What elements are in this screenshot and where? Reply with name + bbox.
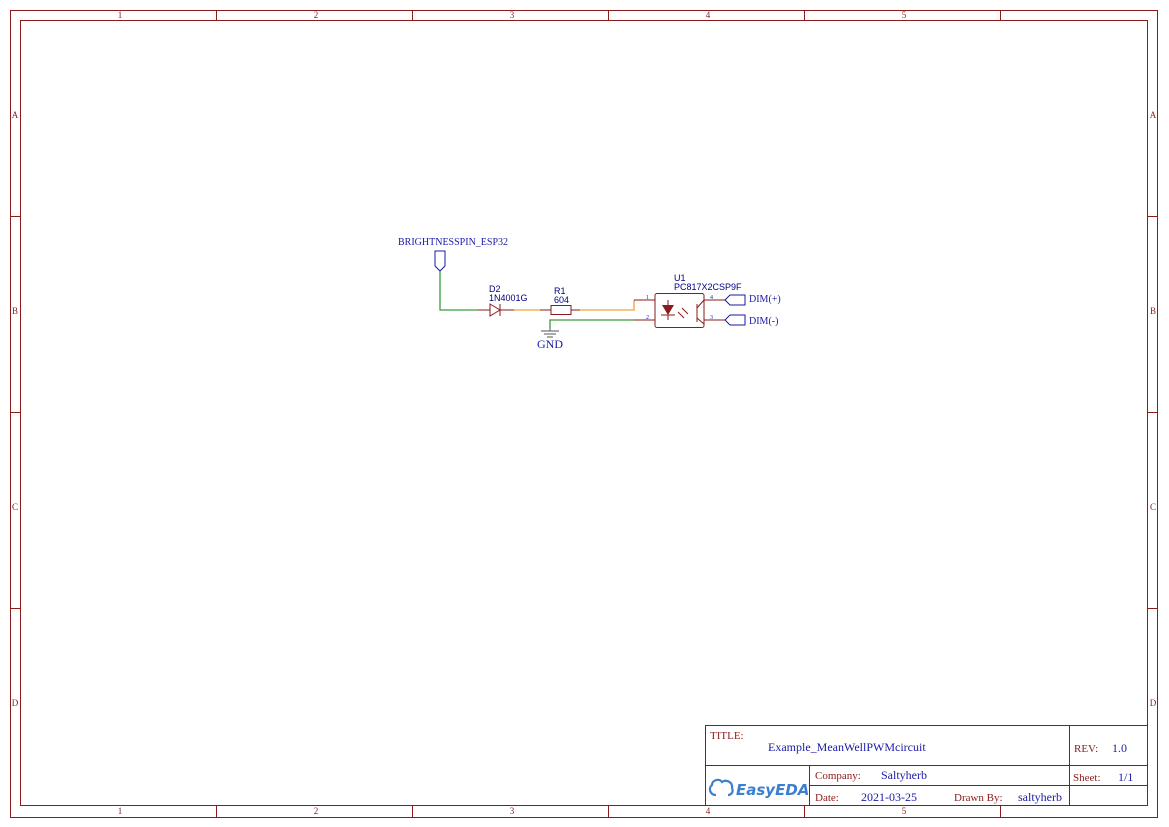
row-label: B [1150, 306, 1156, 316]
net-label-dim-minus: DIM(-) [749, 316, 778, 327]
column-label: 4 [706, 806, 711, 816]
wire [549, 319, 634, 328]
row-label: C [12, 502, 18, 512]
opto-value: PC817X2CSP9F [674, 282, 742, 292]
row-label: A [1150, 110, 1157, 120]
led-icon [662, 305, 674, 315]
opto-output-leads [704, 299, 725, 321]
column-label: 2 [314, 806, 319, 816]
drawn-by-label: Drawn By: [954, 792, 1003, 804]
resistor-value: 604 [554, 295, 569, 305]
net-label-brightness: BRIGHTNESSPIN_ESP32 [398, 237, 508, 248]
ground-label: GND [537, 337, 563, 351]
diode-ref: D2 [489, 284, 501, 294]
phototransistor-icon [661, 299, 705, 325]
optocoupler-body[interactable] [654, 293, 705, 328]
net-label-dim-plus: DIM(+) [749, 294, 781, 305]
opto-input-leads [634, 299, 655, 321]
frame-ticks [10, 10, 1157, 817]
rev-label: REV: [1074, 743, 1098, 755]
diode-value: 1N4001G [489, 293, 528, 303]
column-label: 5 [902, 806, 907, 816]
title-label: TITLE: [710, 730, 744, 742]
drawn-by-value: saltyherb [1018, 790, 1062, 804]
column-label: 5 [902, 10, 907, 20]
easyeda-logo: EasyEDA [708, 778, 809, 799]
logo-text: EasyEDA [736, 781, 809, 799]
net-port-brightness[interactable] [434, 250, 446, 272]
column-label: 1 [118, 806, 123, 816]
rev-value: 1.0 [1112, 741, 1127, 755]
sheet-value: 1/1 [1118, 770, 1133, 784]
sheet-label: Sheet: [1073, 772, 1101, 784]
circuit: BRIGHTNESSPIN_ESP32 D2 1N4001G R1 604 GN… [398, 237, 781, 351]
opto-ref: U1 [674, 273, 686, 283]
row-label: B [12, 306, 18, 316]
cloud-icon [708, 778, 734, 797]
title-value: Example_MeanWellPWMcircuit [768, 740, 926, 754]
column-label: 1 [118, 10, 123, 20]
pin-number: 1 [646, 295, 649, 301]
pin-number: 2 [646, 315, 649, 321]
date-label: Date: [815, 792, 839, 804]
column-label: 4 [706, 10, 711, 20]
pin-number: 4 [710, 295, 713, 301]
resistor-symbol[interactable] [550, 305, 572, 315]
row-label: D [12, 698, 19, 708]
net-port-dim-plus[interactable] [724, 294, 746, 306]
pin-number: 3 [710, 315, 713, 321]
column-label: 2 [314, 10, 319, 20]
wire [580, 300, 635, 311]
outer-frame [10, 10, 1158, 818]
resistor-ref: R1 [554, 286, 566, 296]
net-port-dim-minus[interactable] [724, 314, 746, 326]
column-label: 3 [510, 806, 515, 816]
company-label: Company: [815, 770, 861, 782]
company-value: Saltyherb [881, 768, 927, 782]
diode-symbol[interactable] [489, 303, 501, 317]
row-label: D [1150, 698, 1157, 708]
inner-frame [20, 20, 1148, 806]
row-label: A [12, 110, 19, 120]
ground-icon[interactable] [541, 328, 559, 338]
title-block: TITLE: Example_MeanWellPWMcircuit REV: 1… [705, 725, 1148, 806]
column-label: 3 [510, 10, 515, 20]
wire [439, 271, 478, 311]
row-label: C [1150, 502, 1156, 512]
date-value: 2021-03-25 [861, 790, 917, 804]
